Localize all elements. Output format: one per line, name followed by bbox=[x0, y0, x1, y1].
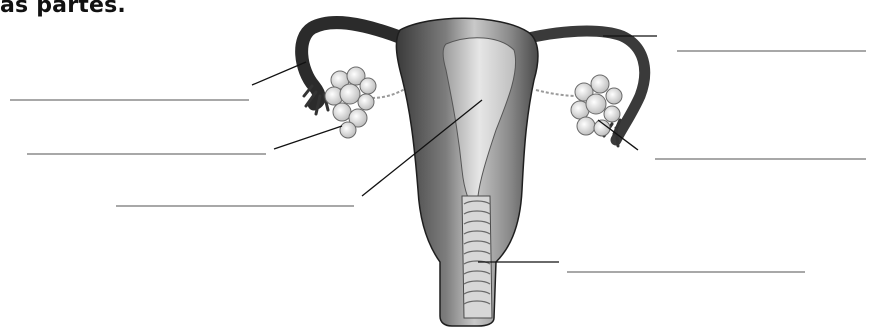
leader-line-2 bbox=[274, 126, 342, 149]
left-ovary bbox=[325, 67, 376, 138]
leader-line-1 bbox=[252, 62, 306, 85]
right-ovarian-ligament bbox=[536, 90, 578, 96]
right-ovary bbox=[571, 75, 622, 136]
uterus-illustration bbox=[302, 18, 645, 326]
cervical-canal bbox=[462, 196, 492, 318]
